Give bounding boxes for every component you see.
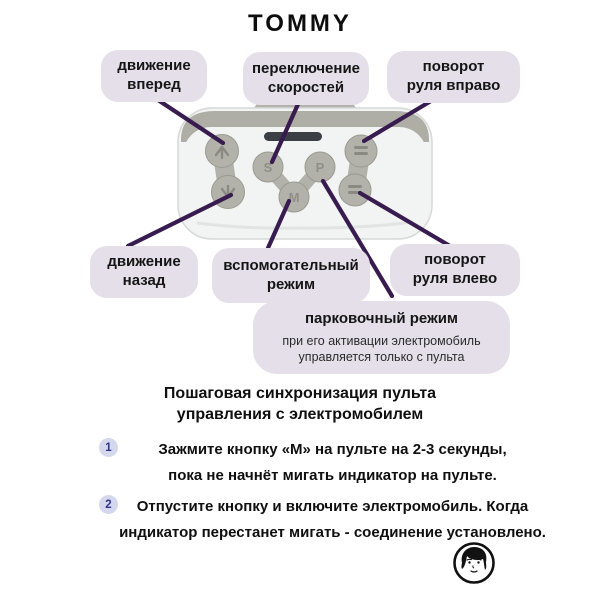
brand-title: TOMMY: [248, 10, 352, 37]
callout-aux-mode: вспомогательный режим: [212, 248, 370, 303]
callout-line-speeds: [269, 99, 302, 165]
sync-heading: Пошаговая синхронизация пульта управлени…: [163, 385, 437, 423]
callout-line-forward: [155, 97, 226, 146]
callout-forward: движение вперед: [101, 50, 207, 102]
speed-button-letter: S: [264, 160, 273, 175]
callout-forward-label: движение вперед: [117, 57, 191, 93]
parking-button-letter: P: [316, 160, 325, 175]
callout-steer-right-label: поворот руля вправо: [406, 58, 501, 94]
parking-button: [304, 151, 336, 183]
callout-line-backward: [125, 192, 234, 249]
button-group-mode: S P M: [252, 151, 336, 213]
button-group-steering: [338, 134, 378, 207]
step-2-number-badge: 2: [99, 495, 118, 514]
up-arrow-icon: [214, 145, 230, 160]
callout-line-steer-left: [357, 190, 453, 249]
callout-parking-label: парковочный режим: [304, 309, 459, 327]
callout-parking: парковочный режим при его активации элек…: [253, 301, 510, 374]
callout-backward: движение назад: [90, 246, 198, 298]
remote-groove: [196, 220, 414, 230]
step-2-text: Отпустите кнопку и включите электромобил…: [119, 498, 546, 542]
callout-steer-left: поворот руля влево: [390, 244, 520, 296]
speed-button: [252, 151, 284, 183]
mode-button-letter: M: [289, 190, 300, 205]
step-1-number-badge: 1: [99, 438, 118, 457]
face-logo-icon: [453, 542, 495, 584]
steer-right-icon: [354, 146, 368, 155]
sync-step-1: 1 Зажмите кнопку «М» на пульте на 2-3 се…: [95, 437, 570, 490]
callout-steer-left-label: поворот руля влево: [412, 251, 498, 287]
callout-line-aux: [265, 198, 292, 251]
sync-step-2: 2 Отпустите кнопку и включите электромоб…: [95, 494, 570, 547]
callout-line-parking: [320, 178, 395, 299]
leader-lines: [125, 97, 453, 299]
callout-aux-mode-label: вспомогательный режим: [223, 256, 359, 293]
step-1-text: Зажмите кнопку «М» на пульте на 2-3 секу…: [158, 441, 507, 485]
callout-parking-note: при его активации электромобиль управляе…: [282, 333, 481, 364]
callout-line-steer-right: [361, 98, 434, 144]
callout-speeds-label: переключение скоростей: [251, 59, 361, 96]
callout-backward-label: движение назад: [107, 253, 181, 289]
callout-steer-right: поворот руля вправо: [387, 51, 520, 103]
button-group-drive: [205, 134, 245, 209]
indicator-slot: [264, 132, 322, 141]
callout-speeds: переключение скоростей: [243, 52, 369, 105]
